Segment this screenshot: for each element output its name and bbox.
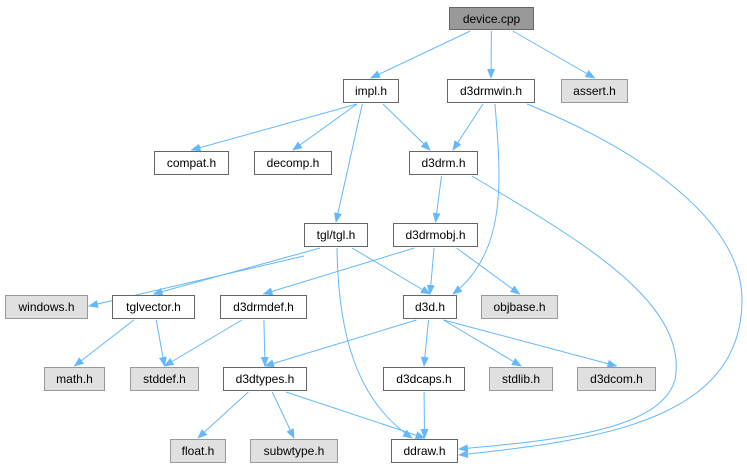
node-stdlib-h: stdlib.h: [489, 367, 553, 391]
edge-d3drm-h-to-ddraw-h: [458, 175, 677, 453]
edge-device-cpp-to-assert-h: [512, 30, 596, 79]
edge-impl-h-to-decomp-h: [292, 103, 358, 151]
node-device-cpp[interactable]: device.cpp: [449, 7, 534, 30]
node-d3d-h[interactable]: d3d.h: [403, 295, 457, 319]
edge-d3dtypes-h-to-float-h: [197, 391, 249, 439]
edge-device-cpp-to-impl-h: [370, 30, 471, 79]
edge-d3dtypes-h-to-subwtype-h: [271, 391, 295, 439]
node-d3dcom-h: d3dcom.h: [577, 367, 656, 391]
node-stddef-h: stddef.h: [130, 367, 199, 391]
edge-d3drmdef-h-to-d3dtypes-h: [260, 319, 269, 367]
node-math-h: math.h: [44, 367, 105, 391]
edge-d3dtypes-h-to-ddraw-h: [285, 391, 426, 439]
edge-d3drmobj-h-to-objbase-h: [456, 247, 521, 295]
edge-d3d-h-to-d3dcaps-h: [420, 319, 429, 367]
node-d3drmobj-h[interactable]: d3drmobj.h: [393, 223, 478, 247]
edge-d3d-h-to-stdlib-h: [443, 319, 522, 367]
edge-d3drm-h-to-d3drmobj-h: [432, 175, 442, 223]
node-d3dtypes-h[interactable]: d3dtypes.h: [223, 367, 307, 391]
node-objbase-h: objbase.h: [481, 295, 558, 319]
node-d3drmdef-h[interactable]: d3drmdef.h: [220, 295, 307, 319]
edge-impl-h-to-d3drm-h: [382, 103, 431, 151]
edge-d3drmwin-h-to-ddraw-h: [458, 103, 743, 459]
node-ddraw-h[interactable]: ddraw.h: [391, 439, 458, 463]
edge-d3drmwin-h-to-d3drm-h: [452, 103, 484, 151]
node-windows-h: windows.h: [5, 295, 88, 319]
node-decomp-h[interactable]: decomp.h: [254, 151, 332, 175]
node-d3drm-h[interactable]: d3drm.h: [409, 151, 478, 175]
node-tglvector-h[interactable]: tglvector.h: [112, 295, 195, 319]
node-tgl-tgl-h[interactable]: tgl/tgl.h: [304, 223, 368, 247]
edge-d3drmwin-h-to-d3d-h: [452, 103, 500, 295]
node-float-h: float.h: [170, 439, 226, 463]
edge-impl-h-to-compat-h: [190, 103, 358, 152]
node-d3drmwin-h[interactable]: d3drmwin.h: [447, 79, 535, 103]
edge-d3d-h-to-d3dcom-h: [443, 319, 618, 368]
edge-tglvector-h-to-math-h: [73, 319, 135, 367]
edge-tgl-tgl-h-to-d3d-h: [351, 247, 431, 295]
node-subwtype-h: subwtype.h: [250, 439, 338, 463]
edge-tgl-tgl-h-to-ddraw-h: [336, 247, 413, 439]
edge-d3drmobj-h-to-d3drmdef-h: [262, 247, 415, 296]
node-impl-h[interactable]: impl.h: [343, 79, 399, 103]
edge-d3d-h-to-d3dtypes-h: [264, 319, 417, 368]
edge-d3drmdef-h-to-stddef-h: [163, 319, 243, 367]
edge-tgl-tgl-h-to-tglvector-h: [152, 247, 321, 296]
edge-d3drmobj-h-to-d3d-h: [426, 247, 435, 295]
edge-impl-h-to-tgl-tgl-h: [334, 103, 363, 223]
node-d3dcaps-h[interactable]: d3dcaps.h: [383, 367, 465, 391]
node-assert-h: assert.h: [561, 79, 628, 103]
edge-tglvector-h-to-stddef-h: [155, 319, 167, 367]
node-compat-h[interactable]: compat.h: [154, 151, 229, 175]
